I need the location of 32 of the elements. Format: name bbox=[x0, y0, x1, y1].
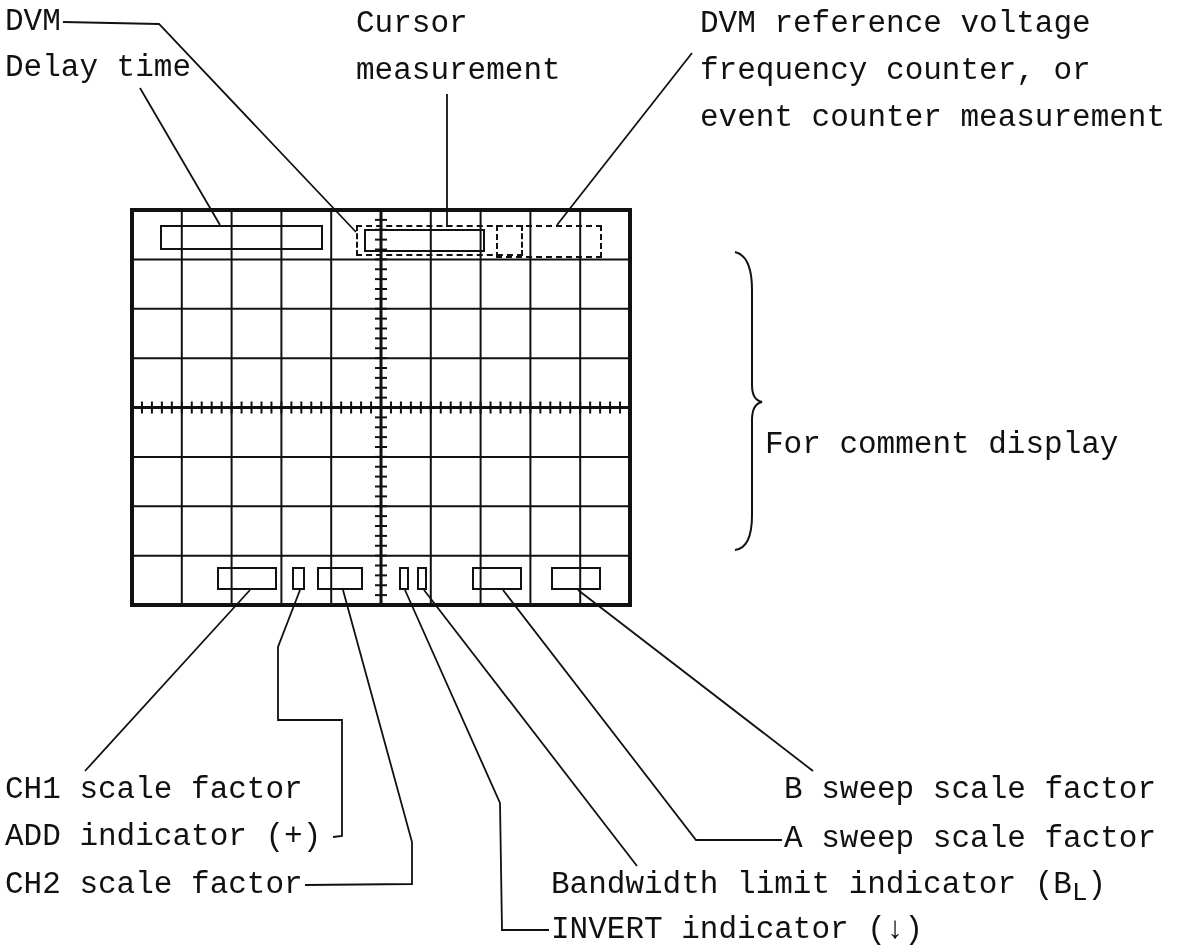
readout-box bbox=[496, 225, 602, 258]
callout-label: ADD indicator (+) bbox=[5, 817, 335, 857]
readout-box bbox=[417, 567, 427, 590]
readout-box bbox=[292, 567, 305, 590]
callout-label: Delay time bbox=[5, 48, 205, 88]
readout-box bbox=[217, 567, 277, 590]
annotation-text: For comment display bbox=[765, 426, 1119, 464]
callout-label: DVM bbox=[5, 2, 65, 42]
leader-line bbox=[84, 589, 251, 772]
readout-box bbox=[472, 567, 522, 590]
leader-line bbox=[277, 589, 343, 838]
leader-line bbox=[423, 589, 638, 867]
readout-box bbox=[317, 567, 363, 590]
leader-line bbox=[556, 52, 693, 226]
callout-label: A sweep scale factor bbox=[784, 819, 1184, 859]
readout-box bbox=[356, 225, 523, 256]
leader-line bbox=[404, 589, 550, 931]
leader-line bbox=[304, 589, 413, 886]
readout-box bbox=[551, 567, 601, 590]
callout-label: CH2 scale factor bbox=[5, 865, 325, 905]
readout-box bbox=[364, 229, 485, 252]
leader-line bbox=[62, 21, 357, 233]
leader-line bbox=[577, 589, 814, 772]
callout-label: CH1 scale factor bbox=[5, 770, 325, 810]
readout-box bbox=[399, 567, 409, 590]
callout-label: DVM reference voltage frequency counter, or event counter measurement bbox=[700, 0, 1180, 141]
leader-line bbox=[139, 87, 221, 226]
callout-label: B sweep scale factor bbox=[784, 770, 1184, 810]
callout-label: Cursor measurement bbox=[356, 0, 586, 94]
leader-line bbox=[446, 93, 448, 228]
leader-line bbox=[502, 589, 783, 841]
readout-box bbox=[160, 225, 323, 250]
